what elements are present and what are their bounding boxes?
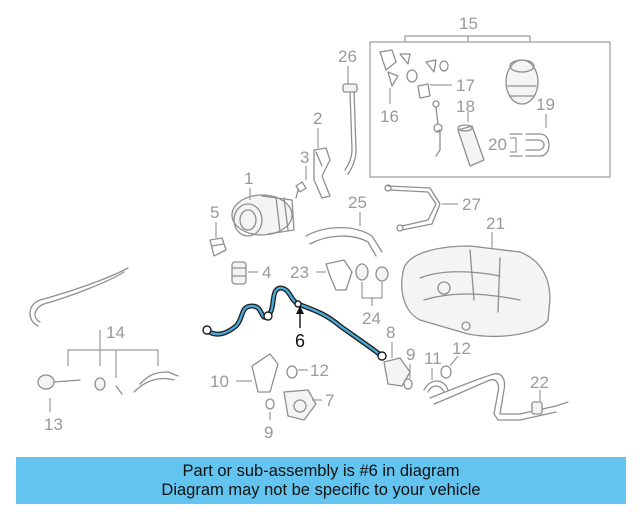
part-16-clips[interactable] xyxy=(379,49,418,87)
callout-15: 15 xyxy=(459,14,478,33)
part-10-bracket[interactable] xyxy=(251,353,279,393)
callout-13: 13 xyxy=(44,415,63,434)
parts-diagram: 15 26 16 17 18 19 20 2 3 1 27 25 5 21 4 … xyxy=(29,14,611,442)
callout-23: 23 xyxy=(290,263,309,282)
callout-12-right: 12 xyxy=(452,339,471,358)
callout-22: 22 xyxy=(530,373,549,392)
info-banner: Part or sub-assembly is #6 in diagram Di… xyxy=(16,457,626,504)
banner-line-2: Diagram may not be specific to your vehi… xyxy=(161,480,481,499)
callout-12-left: 12 xyxy=(310,361,329,380)
callout-26: 26 xyxy=(338,47,357,66)
part-11-clip[interactable] xyxy=(423,380,449,393)
callout-9-left: 9 xyxy=(264,423,273,442)
part-6-hose-fill xyxy=(204,286,384,358)
part-12-seal-a[interactable] xyxy=(286,365,298,379)
callout-4: 4 xyxy=(262,263,271,282)
part-19-hose[interactable] xyxy=(525,133,550,157)
detail-box-15 xyxy=(369,41,611,178)
callout-21: 21 xyxy=(486,214,505,233)
callout-18: 18 xyxy=(456,97,475,116)
callout-11: 11 xyxy=(424,349,442,368)
callout-19: 19 xyxy=(536,95,555,114)
callout-25: 25 xyxy=(348,193,367,212)
part-15-small-bracket[interactable] xyxy=(435,129,441,157)
part-14-hoses[interactable] xyxy=(29,267,179,395)
part-18-filter[interactable] xyxy=(457,124,485,167)
part-6-hose-highlighted[interactable] xyxy=(202,285,387,361)
callout-6: 6 xyxy=(295,331,305,351)
part-24-fittings[interactable] xyxy=(355,263,389,282)
part-21-fuel-tank[interactable] xyxy=(401,245,551,337)
part-4-grommet[interactable] xyxy=(231,261,247,285)
part-9-washer-b[interactable] xyxy=(403,378,413,390)
part-25-hose[interactable] xyxy=(305,226,383,257)
part-15-canister[interactable] xyxy=(505,59,539,105)
part-5-clip[interactable] xyxy=(209,237,227,257)
part-17-fasteners[interactable] xyxy=(417,59,449,99)
part-3-bolt[interactable] xyxy=(295,181,307,199)
callout-5: 5 xyxy=(210,203,219,222)
callout-20: 20 xyxy=(488,135,507,154)
callout-24: 24 xyxy=(362,309,381,328)
part-1-air-pump[interactable] xyxy=(231,194,295,237)
callout-9-right: 9 xyxy=(406,345,415,364)
part-7-valve[interactable] xyxy=(283,389,317,421)
callout-16: 16 xyxy=(380,107,399,126)
part-9-washer-a[interactable] xyxy=(265,398,275,410)
part-12-seal-b[interactable] xyxy=(440,365,452,379)
callout-7: 7 xyxy=(325,391,334,410)
callout-14: 14 xyxy=(106,323,125,342)
callout-8: 8 xyxy=(386,323,395,342)
callout-1: 1 xyxy=(244,169,253,188)
part-26-hose[interactable] xyxy=(342,83,358,175)
banner-line-1: Part or sub-assembly is #6 in diagram xyxy=(182,461,460,480)
part-18-pin[interactable] xyxy=(432,100,443,133)
part-20-hose[interactable] xyxy=(509,133,523,157)
part-2-bracket[interactable] xyxy=(313,147,331,199)
callout-27: 27 xyxy=(462,195,481,214)
part-22-tube[interactable] xyxy=(429,373,569,421)
callout-10: 10 xyxy=(210,372,229,391)
callout-17: 17 xyxy=(456,76,475,95)
part-23-fitting[interactable] xyxy=(325,259,353,291)
callout-3: 3 xyxy=(300,148,309,167)
callout-2: 2 xyxy=(313,109,322,128)
part-27-tube[interactable] xyxy=(384,184,441,232)
